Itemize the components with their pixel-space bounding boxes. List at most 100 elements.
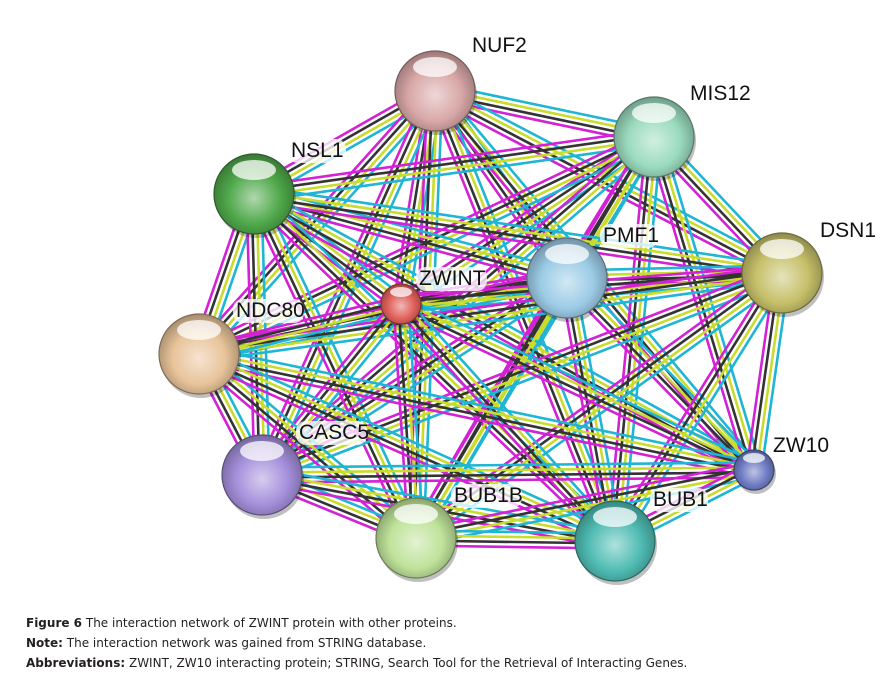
edge-line: [254, 190, 783, 272]
label-halo: [233, 299, 304, 323]
node-ndc80[interactable]: [158, 313, 241, 398]
label-halo: [288, 139, 346, 163]
node-label-nsl1: NSL1: [288, 139, 346, 163]
edge-line: [415, 466, 754, 537]
node-highlight: [593, 507, 637, 527]
edge-line: [416, 471, 755, 542]
edge-line: [263, 466, 617, 535]
node-zw10[interactable]: [733, 449, 776, 494]
node-dsn1[interactable]: [741, 232, 824, 317]
node-label-text: NSL1: [291, 139, 344, 162]
edge-line: [399, 305, 754, 474]
node-highlight: [177, 320, 221, 340]
edge-ndc80-bub1: [195, 345, 619, 550]
figure-caption: Figure 6 The interaction network of ZWIN…: [26, 613, 876, 673]
label-halo: [451, 484, 522, 508]
node-label-zwint: ZWINT: [416, 267, 487, 291]
node-label-pmf1: PMF1: [600, 224, 659, 248]
node-bub1[interactable]: [574, 500, 657, 585]
edge-line: [564, 278, 754, 473]
edge-line: [655, 135, 758, 470]
node-nsl1[interactable]: [213, 153, 296, 238]
node-highlight: [390, 287, 412, 297]
note-line: Note: The interaction network was gained…: [26, 633, 876, 653]
node-highlight: [394, 504, 438, 524]
edge-line: [401, 300, 756, 469]
note-label: Note:: [26, 636, 63, 650]
node-label-text: PMF1: [603, 224, 659, 247]
node-label-mis12: MIS12: [687, 82, 758, 106]
node-highlight: [632, 103, 676, 123]
edge-line: [255, 192, 420, 538]
node-label-text: ZW10: [773, 434, 829, 457]
edge-line: [620, 276, 790, 546]
edge-line: [246, 196, 411, 542]
node-label-text: BUB1B: [454, 484, 523, 507]
abbreviations-label: Abbreviations:: [26, 656, 126, 670]
node-highlight: [240, 441, 284, 461]
node-highlight: [760, 239, 804, 259]
edge-line: [408, 273, 562, 535]
note-text: The interaction network was gained from …: [66, 636, 427, 650]
edge-line: [267, 93, 444, 479]
edge-line: [197, 355, 615, 545]
figure-label: Figure 6: [26, 616, 83, 630]
edge-line: [421, 281, 575, 543]
edge-line: [264, 278, 786, 484]
node-label-text: CASC5: [299, 421, 369, 444]
label-halo: [817, 219, 875, 243]
label-halo: [650, 488, 708, 512]
label-halo: [770, 434, 828, 458]
node-highlight: [413, 57, 457, 77]
abbreviations-line: Abbreviations: ZWINT, ZW10 interacting p…: [26, 653, 876, 673]
edge-mis12-zw10: [645, 134, 763, 473]
edge-line: [197, 360, 753, 479]
node-label-casc5: CASC5: [296, 421, 369, 445]
node-label-text: NUF2: [472, 34, 527, 57]
edge-line: [199, 274, 783, 358]
edge-line: [247, 198, 611, 548]
label-halo: [296, 421, 367, 445]
node-label-nuf2: NUF2: [469, 34, 527, 58]
node-label-dsn1: DSN1: [817, 219, 876, 243]
node-nuf2[interactable]: [394, 50, 477, 135]
node-label-text: MIS12: [690, 82, 751, 105]
node-label-text: ZWINT: [419, 267, 486, 290]
node-mis12[interactable]: [613, 96, 696, 181]
edge-line: [259, 190, 424, 536]
edge-line: [253, 195, 782, 277]
label-halo: [687, 82, 758, 106]
edge-line: [198, 355, 754, 474]
edge-line: [253, 133, 654, 193]
edge-line: [261, 466, 754, 474]
node-highlight: [545, 244, 589, 264]
edge-ndc80-zw10: [197, 345, 756, 479]
edge-line: [659, 134, 763, 469]
node-zwint[interactable]: [380, 283, 423, 328]
nodes-layer: [158, 50, 824, 585]
edge-line: [251, 199, 566, 287]
figure-title: The interaction network of ZWINT protein…: [85, 616, 457, 630]
label-halo: [600, 224, 658, 248]
edge-line: [253, 87, 430, 473]
edge-line: [254, 138, 655, 198]
edge-zwint-zw10: [397, 296, 758, 478]
node-label-text: NDC80: [236, 299, 305, 322]
label-halo: [469, 34, 527, 58]
edge-line: [196, 354, 416, 541]
edge-line: [199, 350, 617, 540]
node-label-zw10: ZW10: [770, 434, 829, 458]
node-casc5[interactable]: [221, 434, 304, 519]
node-label-bub1: BUB1: [650, 488, 708, 512]
edge-line: [433, 92, 782, 277]
edge-line: [414, 461, 753, 532]
node-pmf1[interactable]: [526, 237, 609, 322]
node-bub1b[interactable]: [375, 497, 458, 582]
edge-line: [199, 350, 755, 469]
node-label-text: BUB1: [653, 488, 708, 511]
node-label-ndc80: NDC80: [233, 299, 305, 323]
edge-line: [567, 275, 757, 470]
edge-line: [645, 138, 749, 473]
